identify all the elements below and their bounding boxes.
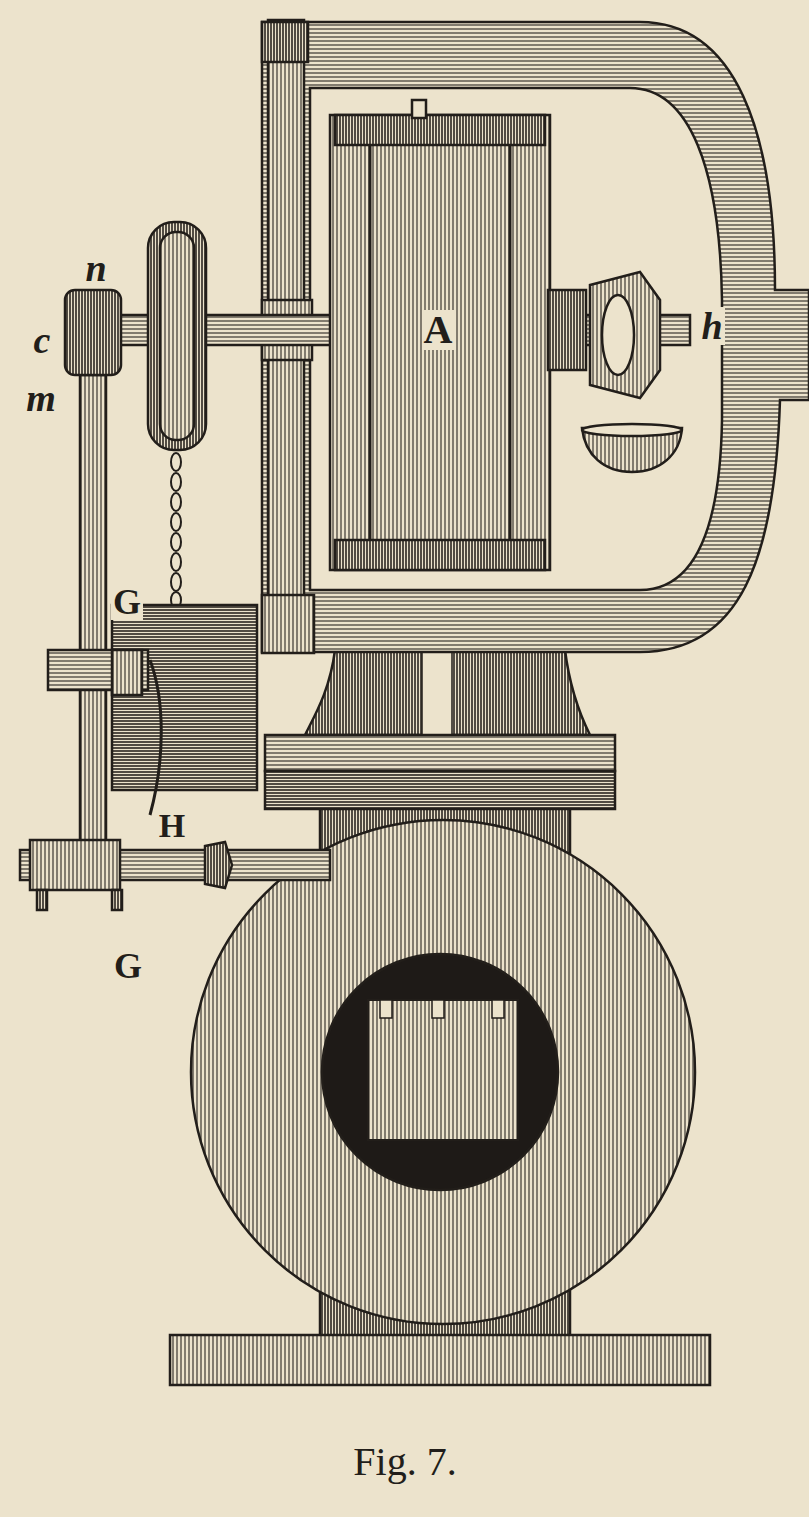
part-letter: m xyxy=(24,379,58,417)
part-letter: c xyxy=(32,321,53,359)
part-letter: H xyxy=(157,809,187,843)
part-letter: n xyxy=(83,249,108,287)
part-letter: A xyxy=(422,310,455,350)
part-letter: h xyxy=(699,307,724,345)
part-letter: G xyxy=(111,584,143,620)
part-letter: G xyxy=(112,948,144,984)
figure-caption: Fig. 7. xyxy=(351,1442,458,1482)
